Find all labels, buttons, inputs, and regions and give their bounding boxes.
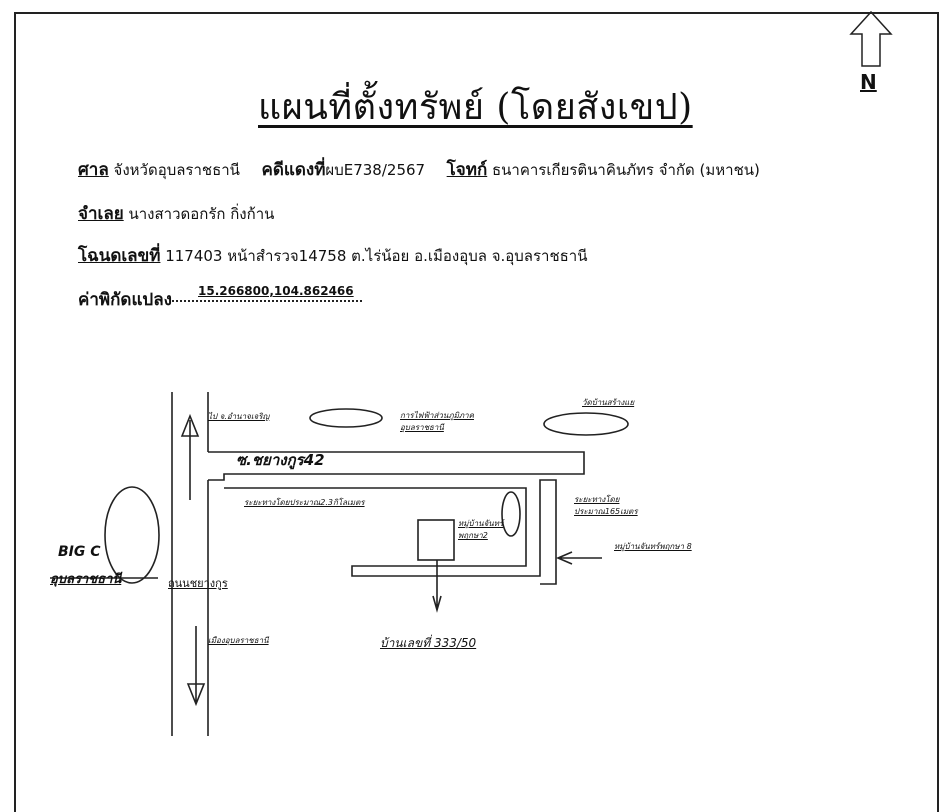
north-label: N: [860, 70, 877, 94]
electricity-label: การไฟฟ้าส่วนภูมิภาค อุบลราชธานี: [400, 411, 474, 432]
plaintiff-value: ธนาคารเกียรตินาคินภัทร จำกัด (มหาชน): [492, 161, 760, 179]
document-frame: [14, 12, 939, 812]
distance-2-label: ระยะทางโดย ประมาณ165เมตร: [574, 495, 638, 516]
village-2-label: หมู่บ้านจันทร์ พฤกษา2: [458, 519, 504, 540]
page-title: แผนที่ตั้งทรัพย์ (โดยสังเขป): [258, 87, 693, 128]
up-arrow-icon: [180, 413, 200, 500]
house-number-label: บ้านเลขที่ 333/50: [380, 636, 477, 650]
coord-value: 15.266800,104.862466: [198, 284, 354, 298]
soi-42-road: [208, 451, 585, 481]
to-city-label: เมืองอุบลราชธานี: [208, 636, 269, 645]
court-value: จังหวัดอุบลราชธานี: [113, 161, 240, 179]
electricity-office-landmark: [309, 408, 383, 428]
inner-lane-road: [224, 479, 557, 585]
case-value: ผบE738/2567: [325, 161, 426, 179]
deed-value: 117403 หน้าสำรวจ14758 ต.ไร่น้อย อ.เมืองอ…: [165, 247, 588, 265]
big-c-landmark: [104, 486, 160, 584]
distance-1-label: ระยะทางโดยประมาณ2.3กิโลเมตร: [244, 498, 365, 507]
village-8-label: หมู่บ้านจันทร์พฤกษา 8: [614, 542, 692, 551]
case-label: คดีแดงที่: [261, 160, 326, 180]
big-c-label: BIG C: [58, 544, 101, 560]
deed-label: โฉนดเลขที่: [78, 246, 161, 266]
to-amnat-label: ไป จ.อำนาจเจริญ: [208, 412, 270, 421]
plaintiff-label: โจทก์: [446, 160, 488, 180]
coord-dotted-line: [172, 300, 362, 302]
ubon-label: อุบลราชธานี: [50, 572, 122, 587]
village-8-arrow-icon: [555, 551, 602, 565]
court-label: ศาล: [78, 160, 109, 180]
down-arrow-icon: [186, 626, 206, 707]
temple-landmark: [543, 412, 629, 436]
house-pointer-arrow-icon: [432, 560, 442, 613]
defendant-value: นางสาวดอกรัก กิ่งก้าน: [128, 205, 275, 223]
soi-label: ซ.ชยางกูร42: [236, 451, 325, 469]
coord-row: ค่าพิกัดแปลง: [78, 286, 172, 313]
defendant-row: จำเลย นางสาวดอกรัก กิ่งก้าน: [78, 200, 274, 227]
house-plot-marker: [417, 519, 455, 561]
court-row: ศาล จังหวัดอุบลราชธานี คดีแดงที่ผบE738/2…: [78, 156, 760, 183]
coord-label: ค่าพิกัดแปลง: [78, 290, 172, 310]
main-road-label: ถนนชยางกูร: [168, 577, 228, 590]
temple-label: วัดบ้านสร้างแย: [582, 398, 635, 407]
north-arrow-icon: [849, 10, 893, 67]
defendant-label: จำเลย: [78, 204, 124, 224]
village-2-landmark: [501, 491, 521, 537]
deed-row: โฉนดเลขที่ 117403 หน้าสำรวจ14758 ต.ไร่น้…: [78, 242, 587, 269]
